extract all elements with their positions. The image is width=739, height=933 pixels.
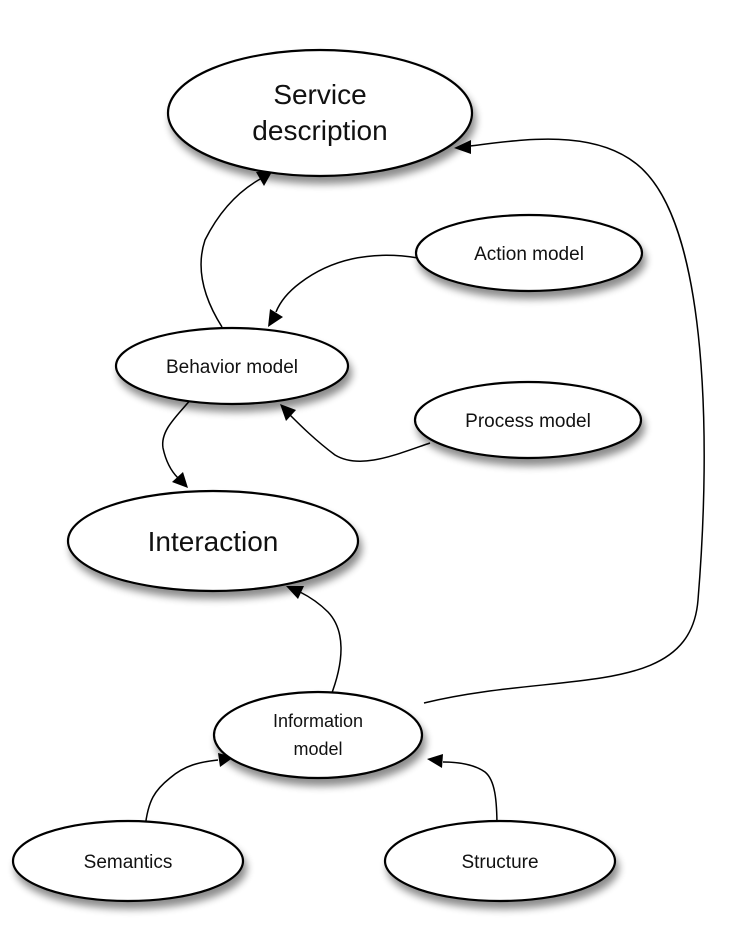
node-label-line: Action model (474, 244, 584, 265)
node-label-line: Service (273, 79, 366, 110)
node-structure: Structure (383, 819, 617, 903)
node-label-line: Process model (465, 411, 591, 432)
node-information-model: Information model (212, 690, 424, 780)
node-label-line: Structure (461, 852, 538, 873)
edge-behavior-to-interaction (162, 397, 193, 479)
arrowhead-icon (268, 309, 283, 327)
edge-behavior-to-service (200, 177, 263, 328)
node-label-line: Information (273, 711, 363, 731)
node-label-line: model (293, 739, 342, 759)
node-label-line: Interaction (148, 526, 279, 557)
node-semantics: Semantics (11, 819, 245, 903)
node-action-model: Action model (414, 213, 644, 293)
node-label-line: Behavior model (166, 357, 298, 378)
arrowhead-icon (454, 140, 471, 154)
edge-action-to-behavior (275, 254, 419, 313)
node-label-line: Semantics (84, 852, 173, 873)
edge-information-to-interaction (299, 591, 342, 699)
arrowhead-icon (256, 170, 273, 186)
arrowhead-icon (280, 404, 296, 421)
edge-structure-to-information (442, 761, 498, 829)
node-service-description: Service description (166, 48, 474, 178)
node-behavior-model: Behavior model (114, 326, 350, 406)
arrowhead-icon (286, 586, 304, 599)
edge-information-to-service (423, 138, 705, 704)
arrowhead-icon (427, 754, 443, 768)
arrowhead-icon (172, 472, 188, 488)
node-label-line: description (252, 115, 387, 146)
edge-semantics-to-information (144, 759, 219, 829)
node-process-model: Process model (413, 380, 643, 460)
node-interaction: Interaction (66, 489, 360, 593)
edge-process-to-behavior (289, 414, 431, 462)
